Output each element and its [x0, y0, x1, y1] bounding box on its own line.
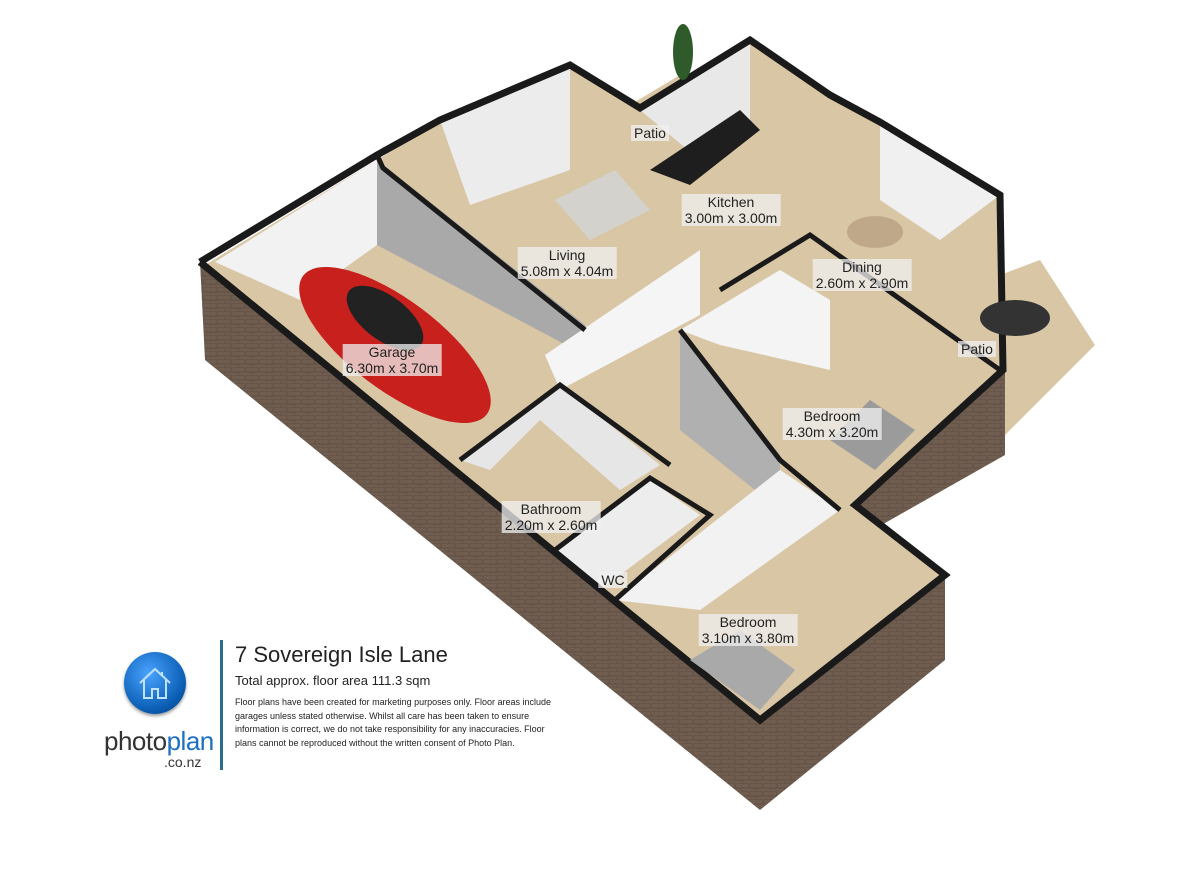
bedroom1-wall: [680, 270, 830, 370]
inner-wall-tops-5: [553, 474, 715, 602]
plant: [673, 24, 693, 80]
room-label-patio: Patio: [631, 125, 669, 141]
bedroom2-back-wall: [615, 470, 840, 610]
room-size: 6.30m x 3.70m: [345, 360, 439, 376]
room-size: 3.00m x 3.00m: [684, 210, 778, 226]
room-name: WC: [601, 572, 625, 588]
room-size: 2.60m x 2.90m: [815, 275, 909, 291]
total-floor-area: Total approx. floor area 111.3 sqm: [235, 673, 431, 688]
garage-right-wall: [377, 160, 585, 355]
room-name: Bedroom: [803, 408, 861, 424]
living-back-wall: [440, 68, 570, 205]
brand-accent: plan: [166, 726, 215, 756]
room-size: 4.30m x 3.20m: [785, 424, 879, 440]
garage-back-wall: [215, 160, 377, 300]
room-size: 5.08m x 4.04m: [520, 263, 614, 279]
room-name: Garage: [368, 344, 416, 360]
room-name: Kitchen: [707, 194, 755, 210]
room-size: 2.20m x 2.60m: [504, 517, 598, 533]
outer-wall-top: [197, 35, 1007, 725]
brick-bedroom-wall: [855, 372, 1005, 540]
inner-wall-tops-4: [458, 381, 672, 468]
brick-right-wall: [760, 575, 945, 810]
room-name: Patio: [961, 341, 993, 357]
wc-wall: [555, 480, 700, 590]
bathroom-wall: [460, 385, 660, 490]
house-logo-icon: [124, 652, 186, 714]
dining-wall: [880, 120, 1000, 240]
inner-wall-tops-3: [678, 328, 842, 512]
room-label-patio-side: Patio: [958, 341, 996, 357]
divider: [220, 640, 223, 770]
info-block: photoplan .co.nz 7 Sovereign Isle Lane T…: [100, 640, 560, 770]
inner-wall-tops-2: [718, 232, 1002, 373]
inner-wall-tops: [374, 153, 587, 332]
brick-front-wall: [200, 262, 760, 810]
sofa: [555, 170, 650, 240]
room-name: Bathroom: [520, 501, 582, 517]
brand-domain: .co.nz: [164, 754, 202, 770]
bedroom1-left-wall: [680, 330, 780, 510]
room-label-wc: WC: [598, 572, 628, 588]
brand-logo: photoplan: [104, 726, 214, 757]
brand-main: photo: [104, 726, 167, 756]
room-name: Dining: [842, 259, 882, 275]
bed: [690, 630, 795, 710]
room-name: Patio: [634, 125, 666, 141]
patio-table: [980, 300, 1050, 336]
property-address: 7 Sovereign Isle Lane: [235, 642, 448, 667]
disclaimer: Floor plans have been created for market…: [235, 697, 552, 748]
room-size: 3.10m x 3.80m: [701, 630, 795, 646]
dining-table: [847, 216, 903, 248]
room-name: Living: [548, 247, 586, 263]
kitchen-counter: [650, 110, 760, 185]
room-name: Bedroom: [719, 614, 777, 630]
hall-wall: [545, 250, 700, 390]
